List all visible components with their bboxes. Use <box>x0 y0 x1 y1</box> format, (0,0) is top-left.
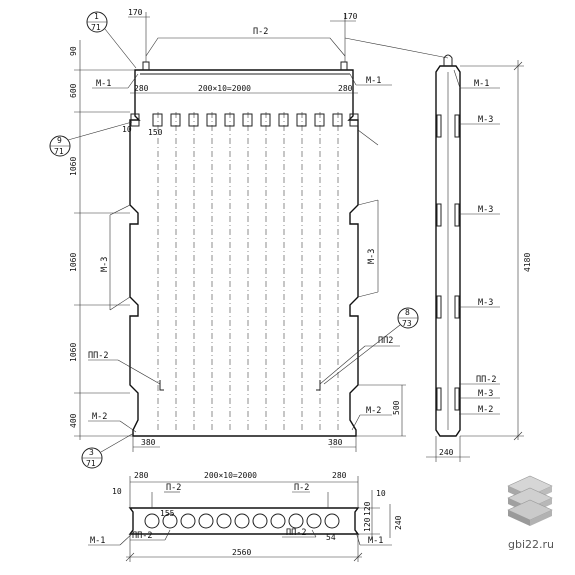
section-dim-280-right: 280 <box>332 471 347 480</box>
svg-text:71: 71 <box>91 23 101 32</box>
section-pp2-right: ПП-2 <box>286 528 306 538</box>
section-dim-2560: 2560 <box>232 548 251 557</box>
front-label-p2: П-2 <box>253 27 268 37</box>
front-vdim-1: 600 <box>69 83 78 98</box>
front-dim-280-right: 280 <box>338 84 353 93</box>
svg-text:8: 8 <box>405 308 410 317</box>
callout-3-71: 3 71 <box>81 432 135 469</box>
section-dim-10-right: 10 <box>376 489 386 498</box>
brand-site: gbi22.ru <box>508 538 554 551</box>
side-pp2: ПП-2 <box>476 375 496 385</box>
front-panel-outline <box>129 69 359 437</box>
front-dim-380-right: 380 <box>328 438 343 447</box>
side-panel-outline <box>435 65 461 437</box>
front-loop-right <box>340 61 348 70</box>
svg-text:71: 71 <box>86 459 96 468</box>
svg-text:9: 9 <box>57 136 62 145</box>
section-dim-240: 240 <box>394 515 403 530</box>
section-dim-155: 155 <box>160 509 175 518</box>
front-m3-right: М-3 <box>367 249 377 264</box>
section-pp2-left: ПП-2 <box>132 531 152 541</box>
front-vdim-4: 1060 <box>69 343 78 362</box>
svg-text:71: 71 <box>54 147 64 156</box>
front-m2-left: М-2 <box>92 412 107 422</box>
front-dim-500: 500 <box>392 400 401 415</box>
callout-1-71: 1 71 <box>86 11 137 69</box>
front-loop-left <box>142 61 150 70</box>
side-m3-c: М-3 <box>478 298 493 308</box>
callout-8-73: 8 73 <box>323 307 419 385</box>
side-m1: М-1 <box>474 79 489 89</box>
front-dim-150: 150 <box>148 128 163 137</box>
callout-9-71: 9 71 <box>49 121 133 157</box>
front-openings <box>130 113 359 127</box>
side-dim-240: 240 <box>439 448 454 457</box>
side-m3-d: М-3 <box>478 389 493 399</box>
front-dim-170-right: 170 <box>343 12 358 21</box>
section-view: 280 200×10=2000 280 10 П-2 П-2 155 120 1… <box>88 471 403 562</box>
front-dim-380-left: 380 <box>141 438 156 447</box>
front-pp2-right: ПП2 <box>378 336 393 346</box>
section-dim-10: 10 <box>112 487 122 496</box>
front-m1-right: М-1 <box>366 76 381 86</box>
section-p2-right: П-2 <box>294 483 309 493</box>
front-view: 170 170 П-2 1 71 М-1 М-1 280 200×10=2000… <box>49 8 449 469</box>
side-m3-b: М-3 <box>478 205 493 215</box>
side-dim-4180: 4180 <box>523 253 532 272</box>
front-m1-left: М-1 <box>96 79 111 89</box>
brand-logo: gbi22.ru <box>507 475 554 551</box>
front-vdim-3: 1060 <box>69 253 78 272</box>
side-m3-marks <box>436 114 460 411</box>
front-dim-280-left: 280 <box>134 84 149 93</box>
side-m2: М-2 <box>478 405 493 415</box>
section-cores <box>144 513 340 529</box>
section-dim-120-a: 120 <box>363 501 372 516</box>
front-cores <box>157 112 339 430</box>
section-m1-right: М-1 <box>368 536 383 546</box>
section-dim-holes: 200×10=2000 <box>204 471 257 480</box>
front-dim-holes: 200×10=2000 <box>198 84 251 93</box>
side-m3-a: М-3 <box>478 115 493 125</box>
front-dim-170-left: 170 <box>128 8 143 17</box>
front-vdim-2: 1060 <box>69 157 78 176</box>
section-p2-left: П-2 <box>166 483 181 493</box>
svg-text:1: 1 <box>94 12 99 21</box>
section-dim-54: 54 <box>326 533 336 542</box>
front-vdim-5: 400 <box>69 413 78 428</box>
front-m3-left: М-3 <box>100 257 110 272</box>
svg-text:3: 3 <box>89 448 94 457</box>
section-dim-120-b: 120 <box>363 517 372 532</box>
front-dim-10: 10 <box>122 125 132 134</box>
front-vdim-0: 90 <box>69 46 78 56</box>
front-pp2-left: ПП-2 <box>88 351 108 361</box>
section-m1-left: М-1 <box>90 536 105 546</box>
side-view: М-1 М-3 М-3 М-3 ПП-2 М-3 М-2 4180 240 <box>426 54 532 462</box>
svg-text:73: 73 <box>402 319 412 328</box>
section-dim-280-left: 280 <box>134 471 149 480</box>
cube-stack-icon <box>507 475 553 526</box>
front-m2-right: М-2 <box>366 406 381 416</box>
